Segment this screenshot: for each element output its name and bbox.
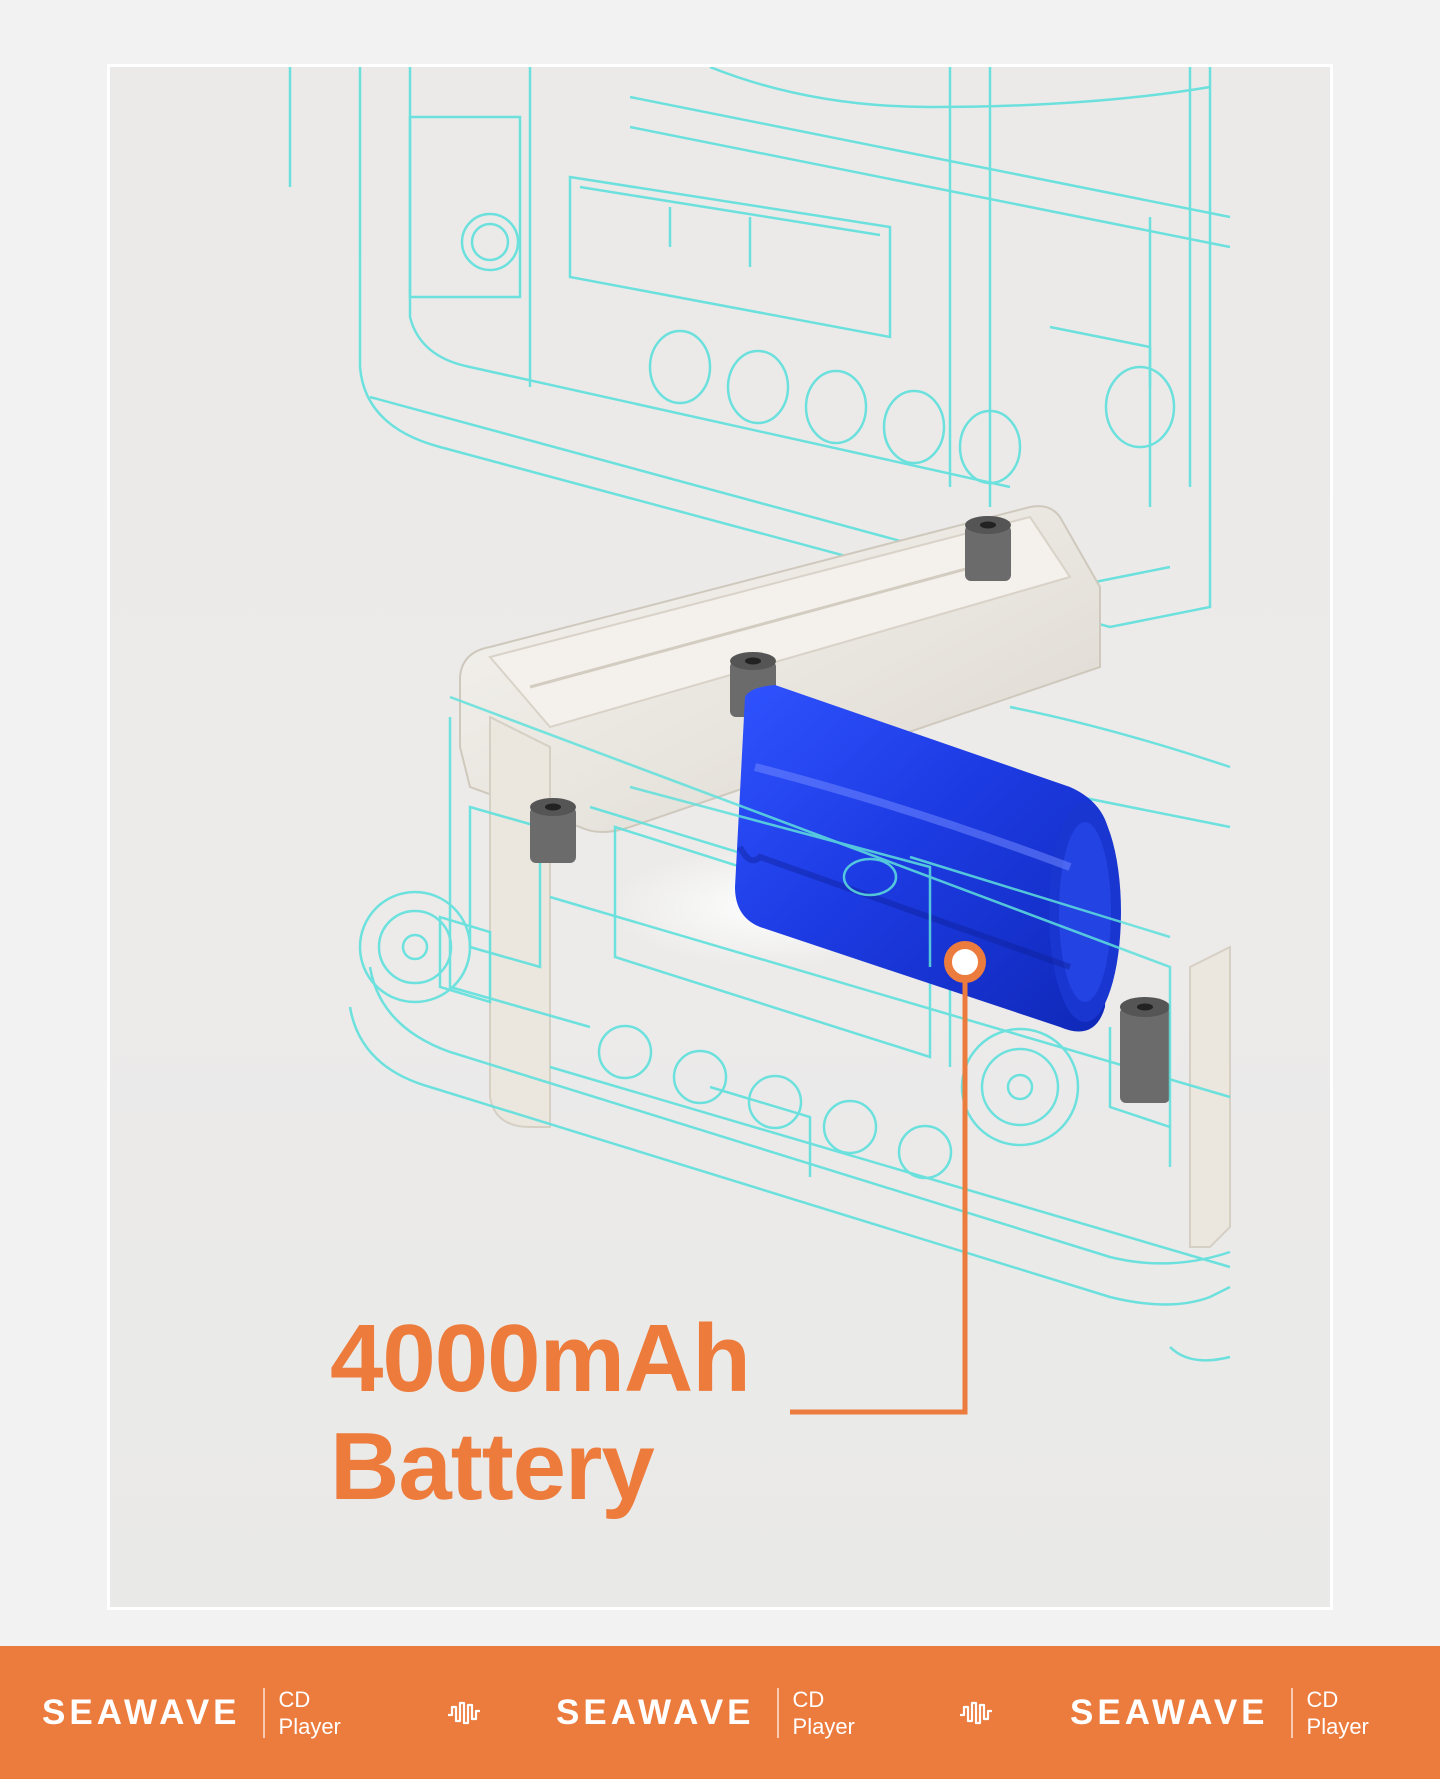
product-label: CD Player: [793, 1686, 855, 1740]
brand-lockup-1: SEAWAVE CD Player: [42, 1646, 341, 1779]
brand-name: SEAWAVE: [556, 1692, 755, 1732]
battery-callout: [790, 941, 986, 1415]
brand-lockup-3: SEAWAVE CD Player: [1070, 1646, 1369, 1779]
battery-headline: 4000mAh Battery: [330, 1305, 751, 1521]
sound-wave-icon: [960, 1701, 992, 1725]
product-label: CD Player: [279, 1686, 341, 1740]
front-wireframe-overlay: [449, 695, 1172, 1167]
product-line-2: Player: [792, 1713, 855, 1739]
capacity-text: 4000mAh: [330, 1305, 751, 1412]
brand-lockup-2: SEAWAVE CD Player: [556, 1646, 855, 1779]
sound-wave-icon: [448, 1701, 480, 1725]
brand-divider: [776, 1687, 779, 1738]
battery-cell: [735, 685, 1121, 1032]
battery-cutaway-illustration: [288, 67, 1231, 1415]
brand-divider: [1290, 1687, 1293, 1738]
brand-divider: [262, 1687, 265, 1738]
rubber-spacers: [530, 516, 1170, 1103]
illustration-frame: 4000mAh Battery: [107, 64, 1333, 1610]
battery-tray: [459, 505, 1231, 1248]
product-line-1: CD: [792, 1686, 825, 1712]
upper-housing-wireframe: [288, 67, 1231, 629]
brand-name: SEAWAVE: [1070, 1692, 1269, 1732]
product-label: CD Player: [1307, 1686, 1369, 1740]
product-line-1: CD: [1306, 1686, 1339, 1712]
product-line-1: CD: [278, 1686, 311, 1712]
brand-footer-strip: SEAWAVE CD Player SEAWAVE CD Player SEAW…: [0, 1646, 1440, 1779]
component-text: Battery: [330, 1413, 655, 1520]
product-line-2: Player: [278, 1713, 341, 1739]
brand-name: SEAWAVE: [42, 1692, 241, 1732]
product-line-2: Player: [1306, 1713, 1369, 1739]
